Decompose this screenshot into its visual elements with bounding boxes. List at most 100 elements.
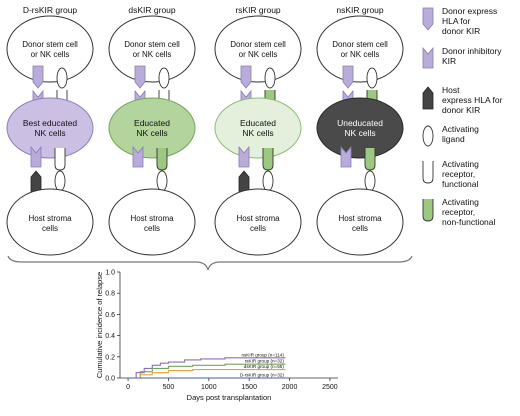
legend-label: Host — [442, 85, 460, 95]
y-tick-label: 0.8 — [105, 291, 115, 298]
donor-hla-icon — [240, 65, 252, 89]
legend-label: Donor inhibitory — [442, 46, 502, 56]
nk-cell-label: NK cells — [136, 128, 167, 138]
donor-cell-label: or NK cells — [133, 50, 172, 59]
activating-ligand-icon — [158, 67, 170, 89]
donor-cell-label: or NK cells — [239, 50, 278, 59]
y-axis-label: Cumulative incidence of relapse — [95, 272, 104, 378]
group-title: dsKIR group — [128, 5, 176, 15]
host-hla-icon — [422, 86, 434, 110]
grouping-brace — [7, 255, 413, 271]
nk-cell — [6, 97, 94, 159]
legend-label: functional — [442, 179, 478, 189]
legend-label: ligand — [442, 134, 465, 144]
donor-kir-icon — [30, 145, 42, 168]
series-label: D-rsKIR group (n=32) — [240, 373, 285, 378]
nk-cell-label: Educated — [134, 118, 170, 128]
activating-ligand-icon — [262, 170, 274, 192]
activating-receptor-nonfunctional-icon — [422, 199, 434, 222]
legend-label: donor KIR — [442, 105, 480, 115]
y-tick-label: 0.4 — [105, 333, 115, 340]
donor-hla-icon — [422, 7, 434, 31]
activating-ligand-icon — [54, 170, 66, 192]
nk-cell — [108, 97, 196, 159]
host-cell — [6, 188, 94, 256]
donor-hla-icon — [32, 65, 44, 89]
host-cell-label: Host stroma — [338, 214, 382, 223]
donor-cell-label: or NK cells — [341, 50, 380, 59]
legend-label: KIR — [442, 56, 456, 66]
host-cell-label: cells — [352, 224, 368, 233]
legend-label: HLA for — [442, 16, 471, 26]
donor-kir-icon — [132, 145, 144, 168]
legend-label: donor KIR — [442, 26, 480, 36]
donor-cell-label: Donor stem cell — [230, 40, 286, 49]
nk-cell-label: NK cells — [34, 128, 65, 138]
activating-ligand-icon — [422, 125, 434, 147]
host-cell — [214, 188, 302, 256]
nk-cell-label: Educated — [240, 118, 276, 128]
legend-label: Donor express — [442, 6, 497, 16]
series-label: dsKIR group (n=55) — [244, 364, 285, 369]
activating-ligand-icon — [366, 67, 378, 89]
legend-label: receptor, — [442, 169, 475, 179]
nk-cell — [316, 97, 404, 159]
series-label: nsKIR group (n=114) — [241, 352, 284, 357]
donor-kir-icon — [238, 145, 250, 168]
y-tick-label: 0.2 — [105, 354, 115, 361]
donor-cell — [214, 15, 302, 83]
host-cell-label: Host stroma — [28, 214, 72, 223]
donor-kir-icon — [422, 46, 434, 69]
host-cell-label: Host stroma — [130, 214, 174, 223]
activating-ligand-icon — [264, 67, 276, 89]
legend-label: Activating — [442, 197, 479, 207]
legend-label: express HLA for — [442, 95, 503, 105]
activating-receptor-icon — [262, 148, 274, 171]
series-line-3 — [128, 368, 286, 379]
group-title: rsKIR group — [235, 5, 281, 15]
x-axis-label: Days post transplantation — [187, 393, 272, 402]
donor-cell-label: Donor stem cell — [124, 40, 180, 49]
series-line-2 — [128, 363, 286, 379]
activating-ligand-icon — [364, 170, 376, 192]
host-cell — [108, 188, 196, 256]
host-cell-label: cells — [144, 224, 160, 233]
donor-cell — [6, 15, 94, 83]
y-tick-label: 0.6 — [105, 312, 115, 319]
legend-label: Activating — [442, 159, 479, 169]
legend-label: Activating — [442, 124, 479, 134]
y-tick-label: 0.0 — [105, 376, 115, 383]
x-tick-label: 2500 — [322, 384, 338, 391]
donor-hla-icon — [342, 65, 354, 89]
donor-cell-label: or NK cells — [31, 50, 70, 59]
donor-kir-icon — [340, 145, 352, 168]
activating-ligand-icon — [56, 67, 68, 89]
nk-cell-label: Best educated — [23, 118, 78, 128]
group-title: D-rsKIR group — [23, 5, 78, 15]
host-cell-label: cells — [250, 224, 266, 233]
activating-receptor-icon — [156, 148, 168, 171]
host-cell-label: Host stroma — [236, 214, 280, 223]
donor-cell-label: Donor stem cell — [332, 40, 388, 49]
activating-receptor-icon — [54, 148, 66, 171]
activating-receptor-icon — [364, 148, 376, 171]
nk-cell-label: NK cells — [242, 128, 273, 138]
x-tick-label: 0 — [126, 384, 130, 391]
activating-ligand-icon — [156, 170, 168, 192]
y-tick-label: 1.0 — [105, 270, 115, 277]
donor-cell — [108, 15, 196, 83]
x-tick-label: 500 — [163, 384, 175, 391]
